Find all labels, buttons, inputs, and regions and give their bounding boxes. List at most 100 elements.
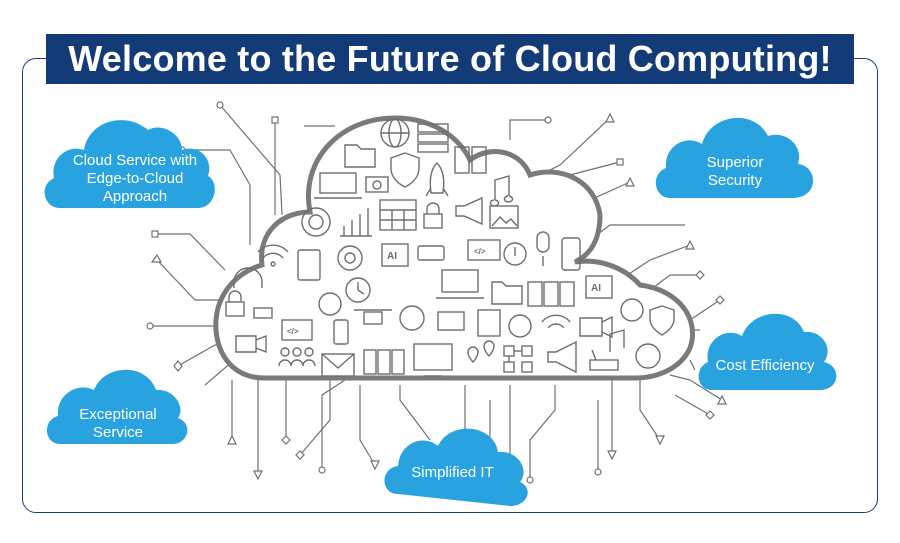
team-icon xyxy=(278,347,316,367)
code-window-icon xyxy=(281,319,313,341)
endpoint-triangle xyxy=(370,460,380,471)
endpoint-diamond xyxy=(705,410,715,420)
code-tag-label: </> xyxy=(474,247,486,256)
endpoint-square xyxy=(151,230,159,238)
ai-chip-label: AI xyxy=(591,283,601,294)
endpoint-triangle xyxy=(655,435,665,446)
endpoint-triangle xyxy=(253,470,263,481)
clock-icon xyxy=(620,298,644,322)
endpoint-dot xyxy=(318,466,326,474)
endpoint-triangle xyxy=(625,176,635,187)
smartphone-icon xyxy=(561,237,581,271)
globe-icon xyxy=(380,118,410,148)
endpoint-diamond xyxy=(695,270,705,280)
endpoint-diamond xyxy=(173,360,183,372)
endpoint-square xyxy=(271,116,279,124)
rocket-icon xyxy=(425,162,449,197)
endpoint-triangle xyxy=(227,434,237,445)
tablet-icon xyxy=(297,249,321,281)
connector-endpoints xyxy=(146,101,727,484)
usb-icon xyxy=(253,307,273,319)
calendar-icon xyxy=(379,199,417,231)
shield-icon xyxy=(649,305,675,336)
laptop-icon xyxy=(314,172,362,199)
camera-icon xyxy=(437,311,465,331)
lock-icon xyxy=(225,290,245,317)
callout-cloud-edge xyxy=(44,120,215,208)
callout-cost-efficiency: Cost Efficiency xyxy=(715,357,815,374)
power-icon xyxy=(318,292,342,316)
endpoint-triangle xyxy=(150,253,163,263)
power-icon xyxy=(503,242,527,266)
drone-icon xyxy=(354,309,392,325)
image-icon xyxy=(489,205,519,229)
smartphone-icon xyxy=(333,319,349,345)
folder-icon xyxy=(491,281,523,305)
gear-icon xyxy=(635,343,661,369)
map-pin-icon xyxy=(467,340,495,363)
megaphone-icon xyxy=(547,340,577,374)
video-camera-icon xyxy=(235,334,267,354)
bar-chart-icon xyxy=(340,208,372,237)
tablet-icon xyxy=(477,309,501,337)
code-window-icon xyxy=(467,239,501,261)
callout-cloud-cost xyxy=(698,313,837,390)
folder-icon xyxy=(344,144,376,168)
endpoint-dot xyxy=(526,476,534,484)
music-note-icon xyxy=(609,329,625,352)
central-cloud-outline xyxy=(213,115,696,381)
ai-chip-label: AI xyxy=(387,251,397,262)
callout-cloud-simplified xyxy=(384,428,528,506)
endpoint-dot xyxy=(146,322,154,330)
globe-icon xyxy=(508,314,532,338)
shield-icon xyxy=(390,152,420,188)
callout-exceptional-service: Exceptional Service xyxy=(79,406,157,441)
page-title: Welcome to the Future of Cloud Computing… xyxy=(46,34,854,84)
lock-icon xyxy=(423,202,443,229)
ai-chip-icon xyxy=(585,275,613,299)
router-icon xyxy=(589,349,619,371)
endpoint-triangle xyxy=(607,450,617,461)
connector-lines xyxy=(150,104,723,480)
touch-icon xyxy=(301,207,331,237)
callout-cloud-security xyxy=(655,117,814,198)
endpoint-dot xyxy=(216,101,224,109)
video-camera-icon xyxy=(579,315,613,339)
server-rack-icon xyxy=(527,281,575,307)
endpoint-square xyxy=(616,158,624,166)
network-icon xyxy=(503,345,533,373)
endpoint-diamond xyxy=(281,435,291,445)
server-rack-icon xyxy=(363,349,405,375)
endpoint-dot xyxy=(544,116,552,124)
callout-clouds xyxy=(44,117,837,506)
camera-icon xyxy=(365,176,389,193)
callout-cloud-service xyxy=(46,369,188,444)
microphone-icon xyxy=(536,231,550,266)
callout-superior-security: Superior Security xyxy=(706,154,764,189)
server-rack-icon xyxy=(417,123,449,153)
endpoint-diamond xyxy=(715,295,725,305)
monitor-icon xyxy=(413,343,453,377)
gear-icon xyxy=(337,245,363,271)
callout-edge-to-cloud: Cloud Service with Edge-to-Cloud Approac… xyxy=(72,152,198,205)
endpoint-triangle xyxy=(717,394,727,405)
server-rack-icon xyxy=(454,146,487,174)
cloud-icons xyxy=(225,118,675,377)
endpoint-diamond xyxy=(295,450,305,460)
laptop-icon xyxy=(436,269,484,299)
megaphone-icon xyxy=(455,196,483,226)
callout-simplified-it: Simplified IT xyxy=(411,464,494,481)
ai-chip-icon xyxy=(381,243,409,267)
battery-icon xyxy=(417,245,445,261)
code-tag-label: </> xyxy=(287,327,299,336)
wifi-icon xyxy=(257,244,289,267)
clock-icon xyxy=(345,277,371,303)
endpoint-dot xyxy=(594,468,602,476)
endpoint-triangle xyxy=(685,239,695,250)
wifi-icon xyxy=(541,314,571,329)
endpoint-triangle xyxy=(605,112,615,123)
icon-glyph-labels: AI AI </> </> xyxy=(287,247,601,336)
touch-icon xyxy=(399,305,425,331)
envelope-icon xyxy=(321,353,355,377)
